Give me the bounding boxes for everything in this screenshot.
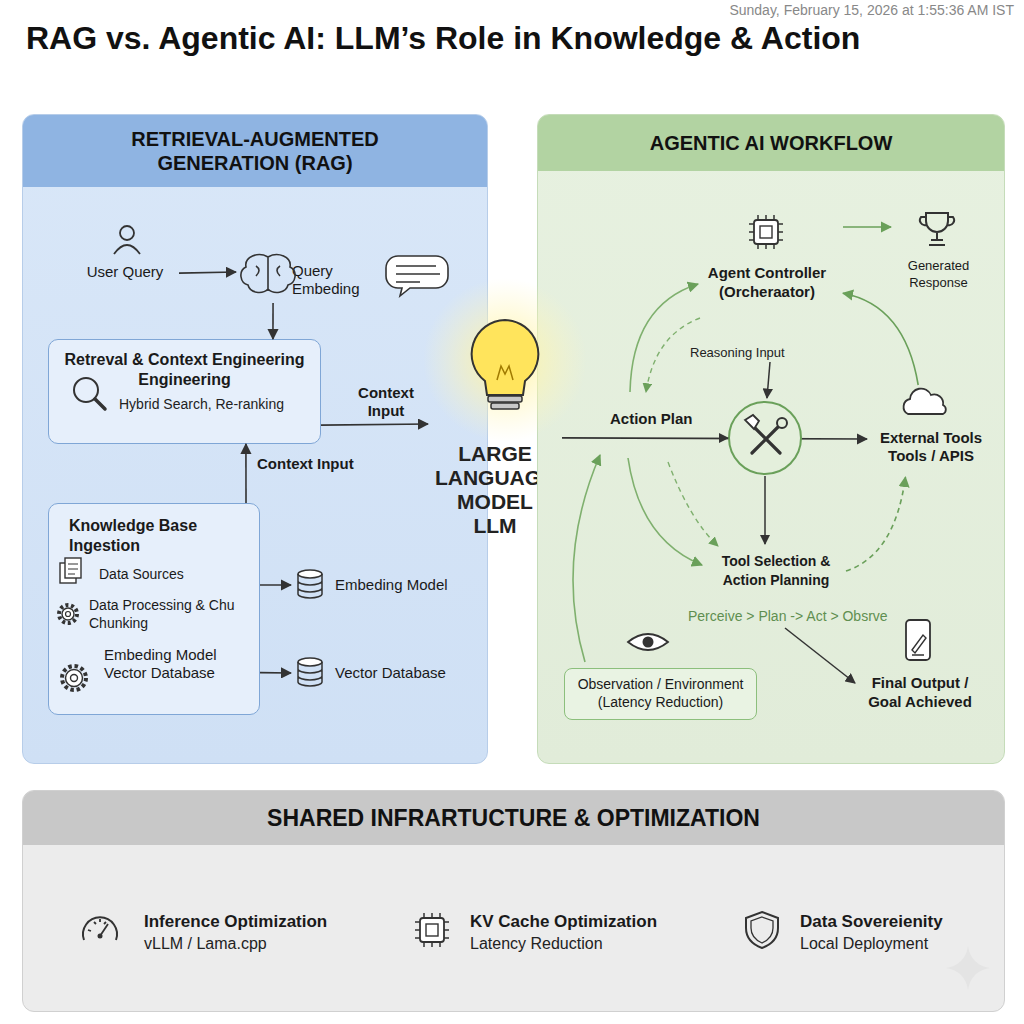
feature-detail: vLLM / Lama.cpp xyxy=(144,935,267,953)
node-title: Vector Database xyxy=(335,664,446,681)
node-title: External Tools Tools / APIS xyxy=(867,429,995,465)
node-title: Tool Selection & Action Planning xyxy=(706,549,846,590)
node-title: Generated Response xyxy=(891,257,986,291)
controller-node: Agent Controller (Orcheraator) xyxy=(691,215,843,307)
node-title: Knowledge Base Ingestion xyxy=(49,504,259,556)
node-title: RETRIEVAL-AUGMENTED GENERATION (RAG) xyxy=(23,115,487,187)
result-node: Generated Response xyxy=(891,213,986,293)
cycle-label: Perceive > Plan -> Act > Obsrve xyxy=(688,608,888,624)
planning-node: Tool Selection & Action Planning xyxy=(706,549,846,593)
node-title: Embeding Model xyxy=(335,576,448,593)
node-title: Final Output / Goal Achieved xyxy=(859,673,981,711)
node-title: SHARED INFRARTUCTURE & OPTIMIZATION xyxy=(23,791,1004,845)
node-title: Query Embeding xyxy=(292,262,382,298)
flow-label: Reasoning Input xyxy=(690,345,785,360)
flow-step: Query Embeding xyxy=(236,253,386,303)
feature-detail: Local Deployment xyxy=(800,935,928,953)
edge-label: Context Input xyxy=(257,455,354,472)
tools-node: External Tools Tools / APIS xyxy=(867,385,995,477)
node-title: Agent Controller (Orcheraator) xyxy=(691,263,843,301)
node-text: Data Processing & Chu Chunking xyxy=(49,582,259,632)
feature-title: Data Sovereienity xyxy=(800,912,943,932)
node-title: Retreval & Context Engineering Engineeri… xyxy=(49,340,320,390)
node-title: AGENTIC AI WORKFLOW xyxy=(538,115,1004,171)
feature-title: KV Cache Optimization xyxy=(470,912,657,932)
goal-node: Final Output / Goal Achieved xyxy=(859,621,981,721)
rag-panel: RETRIEVAL-AUGMENTED GENERATION (RAG) User… xyxy=(22,114,488,764)
node-text: Hybrid Search, Re-ranking xyxy=(49,390,320,412)
edge-label: Action Plan xyxy=(610,410,693,427)
flow-step: User Query xyxy=(71,219,179,285)
node-title: Observation / Environment (Latency Reduc… xyxy=(565,669,756,711)
infrastructure-panel: SHARED INFRARTUCTURE & OPTIMIZATION xyxy=(22,790,1005,1012)
storage-item: Vector Database xyxy=(291,657,476,689)
node-title: User Query xyxy=(71,263,179,280)
feature-title: Inference Optimization xyxy=(144,912,327,932)
bulb-filament xyxy=(497,366,513,380)
edge-label: Context Input xyxy=(346,384,426,420)
timestamp: Sunday, February 15, 2026 at 1:55:36 AM … xyxy=(694,2,1014,18)
bulb-base xyxy=(488,396,522,402)
agentic-panel: AGENTIC AI WORKFLOW Agent Controller (Orc… xyxy=(537,114,1005,764)
storage-item: Embeding Model xyxy=(291,569,476,601)
node-text: Data Sources xyxy=(49,556,259,582)
feature-detail: Latency Reduction xyxy=(470,935,603,953)
process-box: Knowledge Base IngestionData SourcesData… xyxy=(48,503,260,715)
node-text: Embeding Model Vector Database xyxy=(49,632,259,682)
observation-box: Observation / Environment (Latency Reduc… xyxy=(564,668,757,720)
bulb-base xyxy=(491,403,519,409)
diagram-title: RAG vs. Agentic AI: LLM’s Role in Knowle… xyxy=(26,20,1006,57)
process-box: Retreval & Context Engineering Engineeri… xyxy=(48,339,321,444)
